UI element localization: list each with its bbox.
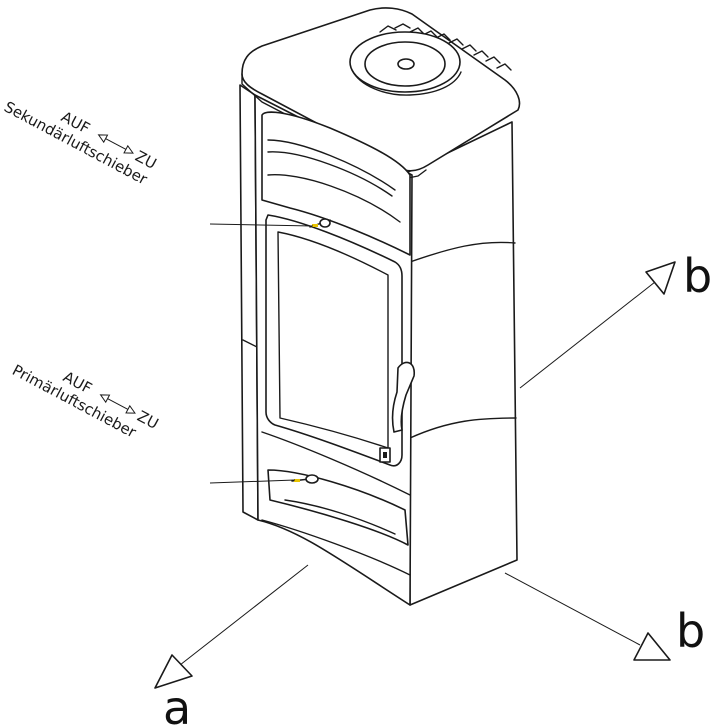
- secondary-direction-arrow-icon: [97, 134, 134, 154]
- lower-bay: [261, 431, 411, 576]
- primary-direction-arrow-icon: [99, 394, 136, 414]
- secondary-leader-line: [209, 223, 314, 227]
- arrow-b-lower: [504, 572, 671, 661]
- door-glass: [265, 214, 403, 467]
- arrow-a: [154, 564, 309, 689]
- primary-air-lever: [291, 474, 319, 484]
- secondary-title-text: Sekundärluftschieber: [1, 98, 151, 189]
- primary-leader-line: [209, 479, 296, 484]
- left-edge-seam: [242, 339, 258, 348]
- top-cap: [349, 31, 462, 96]
- stove-body: [239, 7, 521, 606]
- side-seam-1: [409, 241, 516, 263]
- axis-label-a: a: [163, 681, 191, 725]
- secondary-air-lever: [309, 218, 331, 228]
- primary-air-label: AUF ZU Primärluftschieber: [9, 361, 161, 442]
- arrow-b-upper: [519, 261, 676, 389]
- door-handle: [379, 361, 415, 463]
- side-panel: [407, 121, 518, 606]
- axis-label-b-upper: b: [683, 249, 712, 303]
- secondary-air-label: AUF ZU Sekundärluftschieber: [1, 98, 159, 189]
- primary-zu-text: ZU: [134, 407, 161, 433]
- side-seam-2: [409, 417, 517, 439]
- axis-label-b-lower: b: [676, 604, 705, 658]
